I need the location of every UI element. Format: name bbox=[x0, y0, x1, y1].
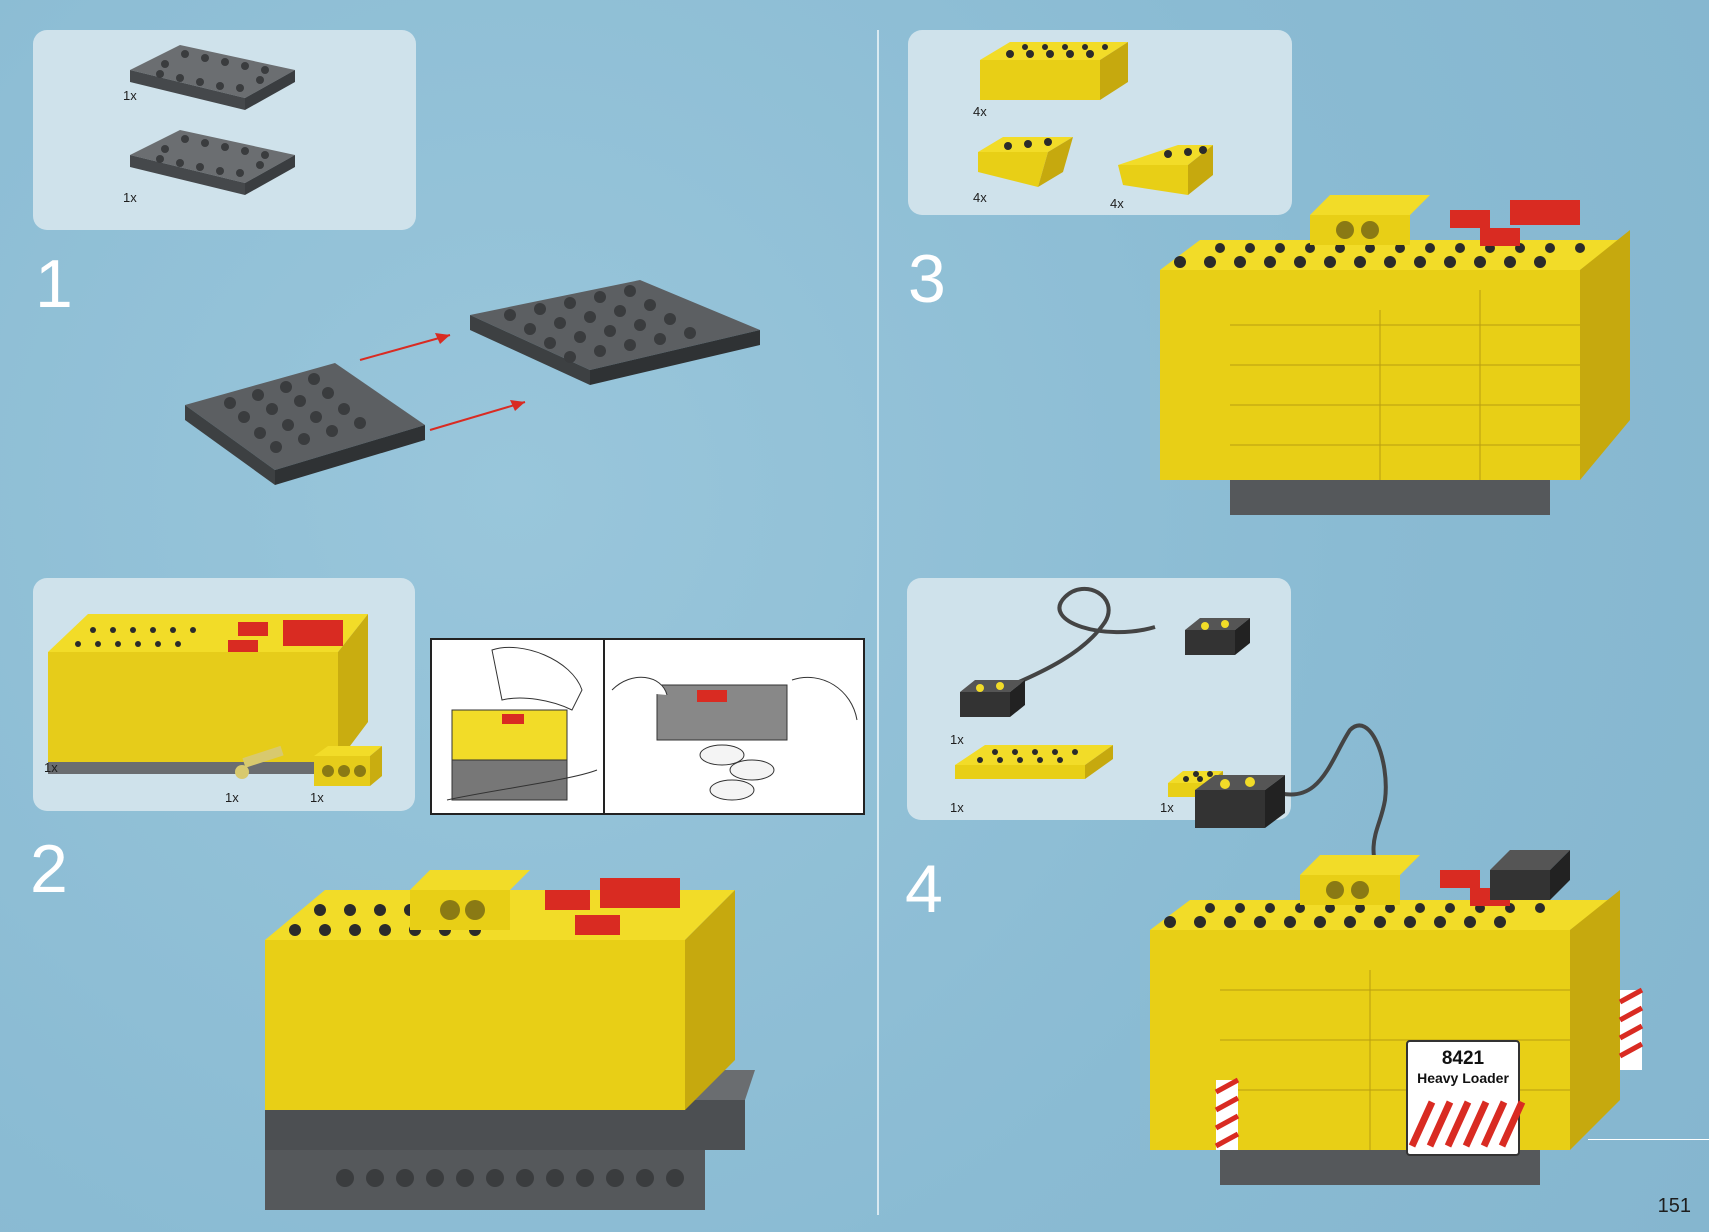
gray-plate-part-icon bbox=[130, 130, 295, 195]
step-3-assembly-illustration bbox=[1160, 195, 1630, 515]
step-1-assembly-illustration bbox=[185, 280, 760, 485]
step-4-number: 4 bbox=[905, 851, 943, 927]
hand-insert-batteries-illustration bbox=[446, 640, 858, 813]
step-1-number: 1 bbox=[35, 246, 73, 322]
step-3-number: 3 bbox=[908, 241, 946, 317]
page-number-rule bbox=[1588, 1139, 1709, 1140]
yellow-wedge-right-part-icon bbox=[1118, 145, 1213, 195]
step-2-qty-technic: 1x bbox=[310, 790, 324, 805]
step-4-qty-cable: 1x bbox=[950, 732, 964, 747]
step-3-qty-brick: 4x bbox=[973, 104, 987, 119]
step-2-number: 2 bbox=[30, 831, 68, 907]
sticker-set-number: 8421 bbox=[1441, 1048, 1485, 1069]
model-sticker: 8421 Heavy Loader bbox=[1406, 1040, 1526, 1156]
step-1-qty-a: 1x bbox=[123, 88, 137, 103]
gray-plate-part-icon bbox=[130, 45, 295, 110]
power-extension-cable-part-icon bbox=[960, 586, 1250, 717]
battery-install-inset bbox=[430, 638, 865, 815]
axle-pin-part-icon bbox=[235, 745, 284, 779]
step-3-qty-wedge-left: 4x bbox=[973, 190, 987, 205]
technic-brick-part-icon bbox=[314, 746, 382, 786]
step-1-qty-b: 1x bbox=[123, 190, 137, 205]
yellow-brick-part-icon bbox=[980, 42, 1128, 100]
battery-box-part-icon bbox=[48, 614, 368, 774]
step-2-assembly-illustration bbox=[265, 870, 755, 1210]
sticker-model-name: Heavy Loader bbox=[1417, 1070, 1509, 1086]
page-divider bbox=[877, 30, 879, 1215]
step-2-qty-pin: 1x bbox=[225, 790, 239, 805]
step-3-qty-wedge-right: 4x bbox=[1110, 196, 1124, 211]
hazard-stripes-graphic bbox=[1408, 1100, 1526, 1148]
step-4-assembly-illustration bbox=[1150, 723, 1644, 1185]
page-number: 151 bbox=[1657, 1195, 1691, 1217]
step-4-qty-small-plate: 1x bbox=[1160, 800, 1174, 815]
yellow-plate-part-icon bbox=[955, 745, 1113, 779]
step-2-qty-battery: 1x bbox=[44, 760, 58, 775]
step-4-qty-plate: 1x bbox=[950, 800, 964, 815]
yellow-wedge-left-part-icon bbox=[978, 137, 1073, 187]
